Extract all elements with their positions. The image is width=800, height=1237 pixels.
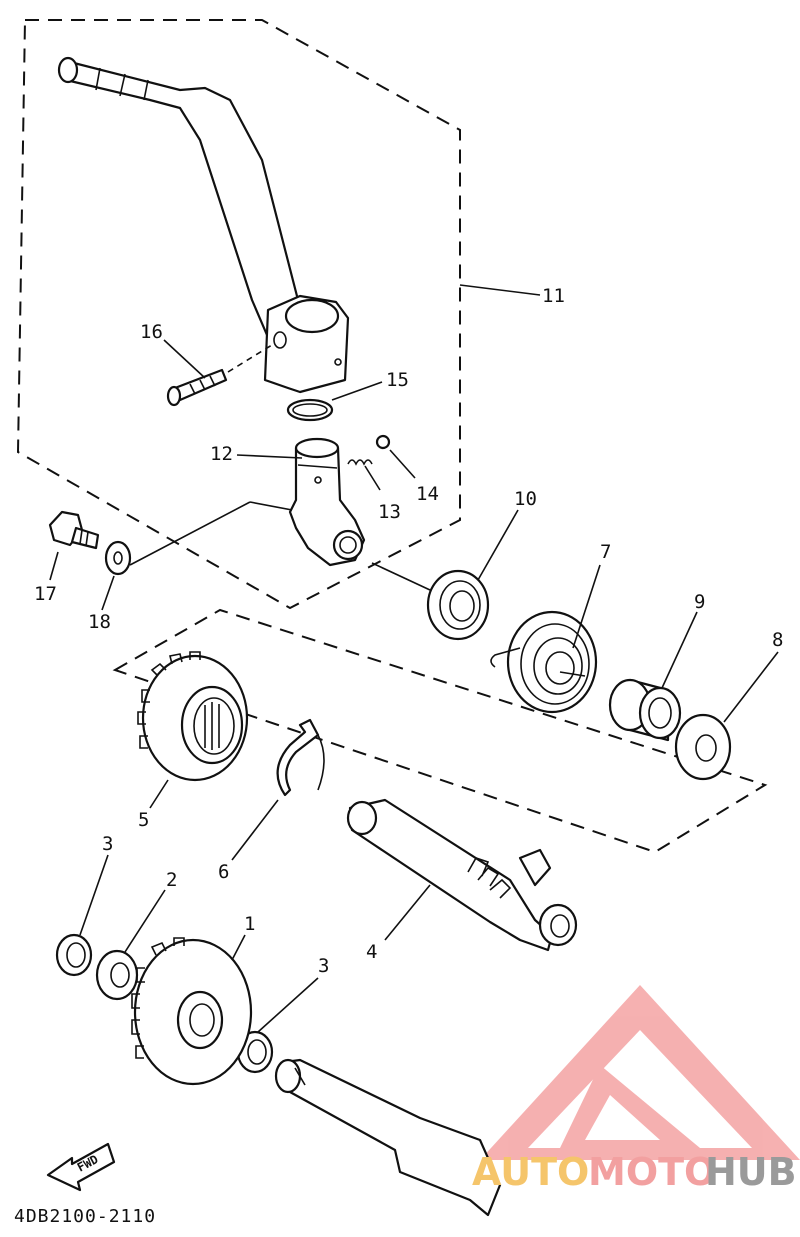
callout-4: 4 bbox=[366, 941, 377, 963]
callout-3b: 3 bbox=[318, 955, 329, 977]
callout-11: 11 bbox=[542, 285, 565, 307]
bolt-16 bbox=[166, 344, 273, 407]
kick-axle-4 bbox=[346, 798, 578, 952]
callout-14: 14 bbox=[416, 483, 439, 505]
callout-18: 18 bbox=[88, 611, 111, 633]
collar-9 bbox=[608, 678, 682, 742]
ratchet-gear-5 bbox=[137, 651, 249, 782]
o-ring-15 bbox=[286, 398, 334, 422]
washer-2 bbox=[95, 949, 139, 1001]
callout-12: 12 bbox=[210, 443, 233, 465]
callout-2: 2 bbox=[166, 869, 177, 891]
callout-9: 9 bbox=[694, 591, 705, 613]
kick-boss-12 bbox=[288, 437, 366, 567]
output-shaft bbox=[274, 1058, 502, 1217]
callout-8: 8 bbox=[772, 629, 783, 651]
callout-16: 16 bbox=[140, 321, 163, 343]
callout-17: 17 bbox=[34, 583, 57, 605]
callout-3a: 3 bbox=[102, 833, 113, 855]
callout-13: 13 bbox=[378, 501, 401, 523]
washer-18 bbox=[104, 540, 132, 576]
drawing-code: 4DB2100-2110 bbox=[14, 1206, 156, 1227]
callout-6: 6 bbox=[218, 861, 229, 883]
watermark-auto: AUTO bbox=[472, 1150, 589, 1194]
bolt-17 bbox=[48, 510, 100, 550]
torsion-spring-7 bbox=[490, 610, 598, 714]
callout-labels: 1 2 3 3 4 5 6 7 8 9 10 11 12 13 14 15 16… bbox=[34, 285, 783, 977]
washer-8 bbox=[674, 713, 732, 781]
callout-10: 10 bbox=[514, 488, 537, 510]
gear-assembly-boundary bbox=[112, 608, 768, 854]
fwd-arrow-icon bbox=[46, 1142, 116, 1192]
kick-lever bbox=[57, 56, 350, 394]
callout-1: 1 bbox=[244, 913, 255, 935]
callout-leader-lines bbox=[49, 284, 779, 1033]
clip-6 bbox=[276, 718, 320, 797]
oil-seal-10 bbox=[371, 562, 490, 641]
callout-5: 5 bbox=[138, 809, 149, 831]
watermark-moto: MOTO bbox=[588, 1150, 716, 1194]
callout-15: 15 bbox=[386, 369, 409, 391]
watermark-logo-icon bbox=[480, 985, 800, 1160]
watermark-text: AUTO MOTO HUB bbox=[472, 1150, 797, 1194]
spring-13 bbox=[347, 459, 373, 466]
callout-7: 7 bbox=[600, 541, 611, 563]
circlip-3-left bbox=[55, 933, 93, 977]
ball-14 bbox=[375, 434, 391, 450]
kick-gear-1 bbox=[131, 937, 253, 1086]
lever-assembly-boundary bbox=[16, 19, 461, 610]
watermark-hub: HUB bbox=[705, 1150, 797, 1194]
